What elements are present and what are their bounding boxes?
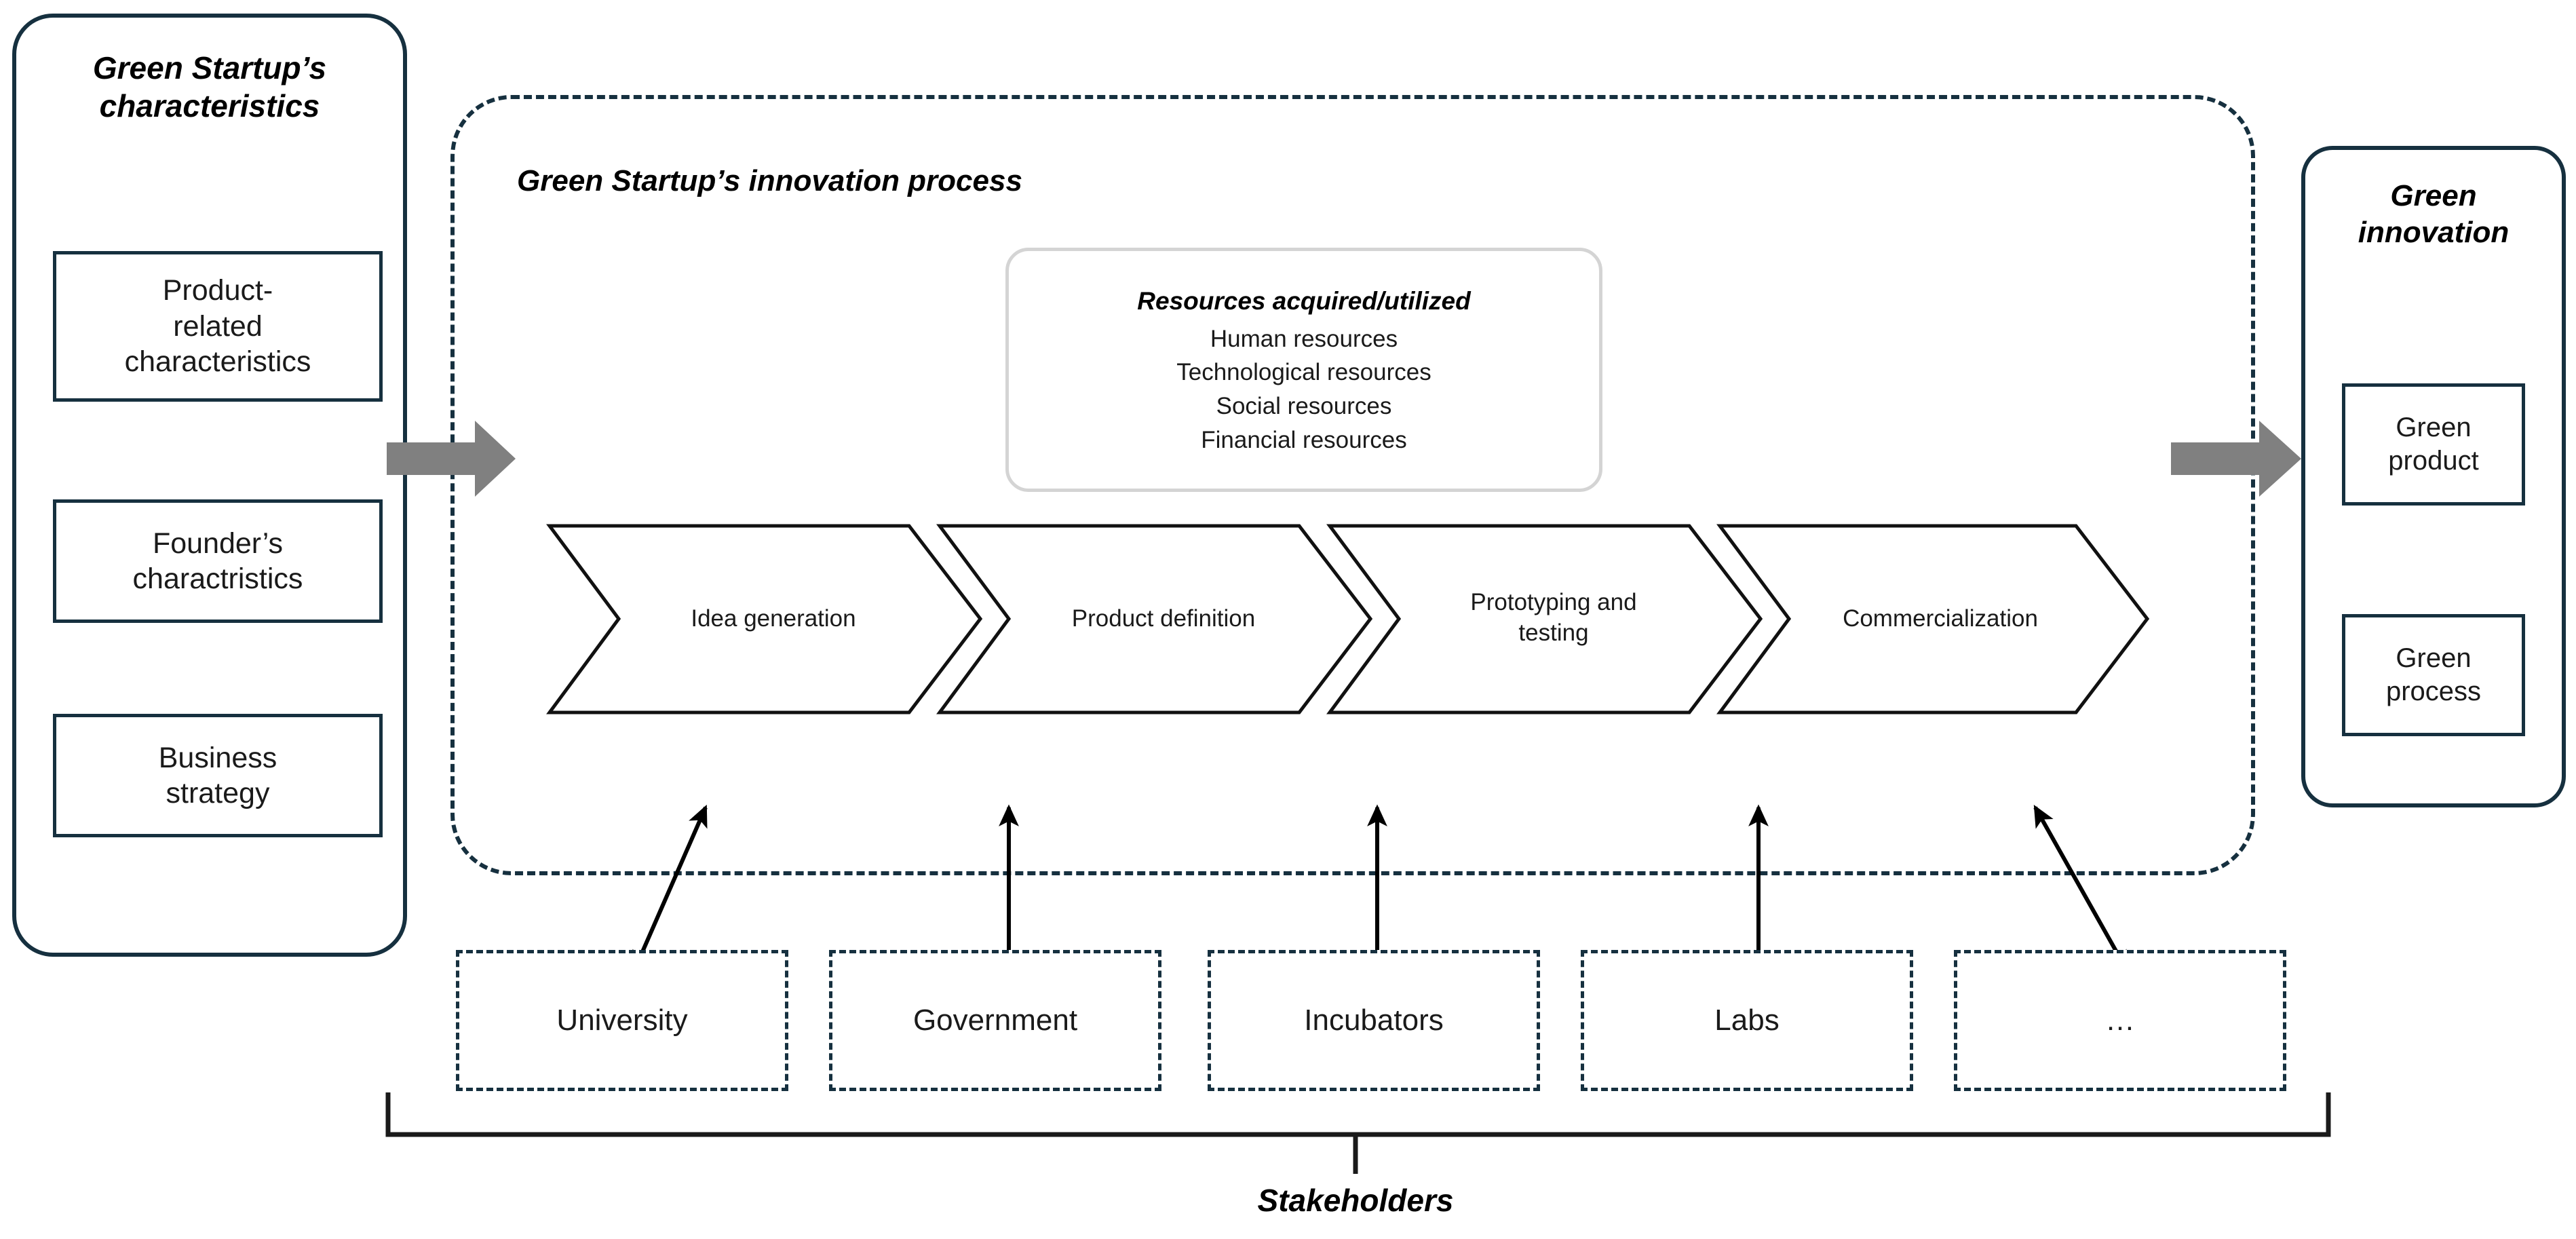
chevron-label-prototyping-testing[interactable]: Prototyping and testing <box>1470 588 1637 647</box>
stakeholders-brace <box>385 1092 2331 1174</box>
stakeholder-box-other[interactable]: … <box>1954 950 2286 1091</box>
resource-item-social: Social resources <box>1216 393 1392 419</box>
box-founders-charactristics[interactable]: Founder’s charactristics <box>53 499 383 623</box>
resource-item-human: Human resources <box>1210 325 1398 352</box>
chevron-label-product-definition[interactable]: Product definition <box>1071 605 1256 632</box>
stakeholder-box-government[interactable]: Government <box>829 950 1161 1091</box>
center-panel-title: Green Startup’s innovation process <box>517 164 1022 197</box>
box-green-product[interactable]: Green product <box>2342 383 2525 506</box>
box-product-related-characteristics[interactable]: Product- related characteristics <box>53 251 383 402</box>
stakeholders-caption: Stakeholders <box>1257 1183 1454 1218</box>
stakeholder-box-labs[interactable]: Labs <box>1581 950 1913 1091</box>
chevron-label-idea-generation[interactable]: Idea generation <box>691 605 856 632</box>
resources-card-title: Resources acquired/utilized <box>1137 286 1471 315</box>
resources-card: Resources acquired/utilized Human resour… <box>1005 248 1602 492</box>
stakeholder-box-incubators[interactable]: Incubators <box>1208 950 1540 1091</box>
left-panel-title: Green Startup’s characteristics <box>92 50 327 124</box>
resource-item-technological: Technological resources <box>1176 359 1431 386</box>
box-business-strategy[interactable]: Business strategy <box>53 714 383 837</box>
chevron-label-commercialization[interactable]: Commercialization <box>1843 605 2038 632</box>
box-green-process[interactable]: Green process <box>2342 614 2525 736</box>
right-panel-title: Green innovation <box>2358 179 2510 249</box>
resource-item-financial: Financial resources <box>1201 426 1407 453</box>
stakeholder-box-university[interactable]: University <box>456 950 788 1091</box>
